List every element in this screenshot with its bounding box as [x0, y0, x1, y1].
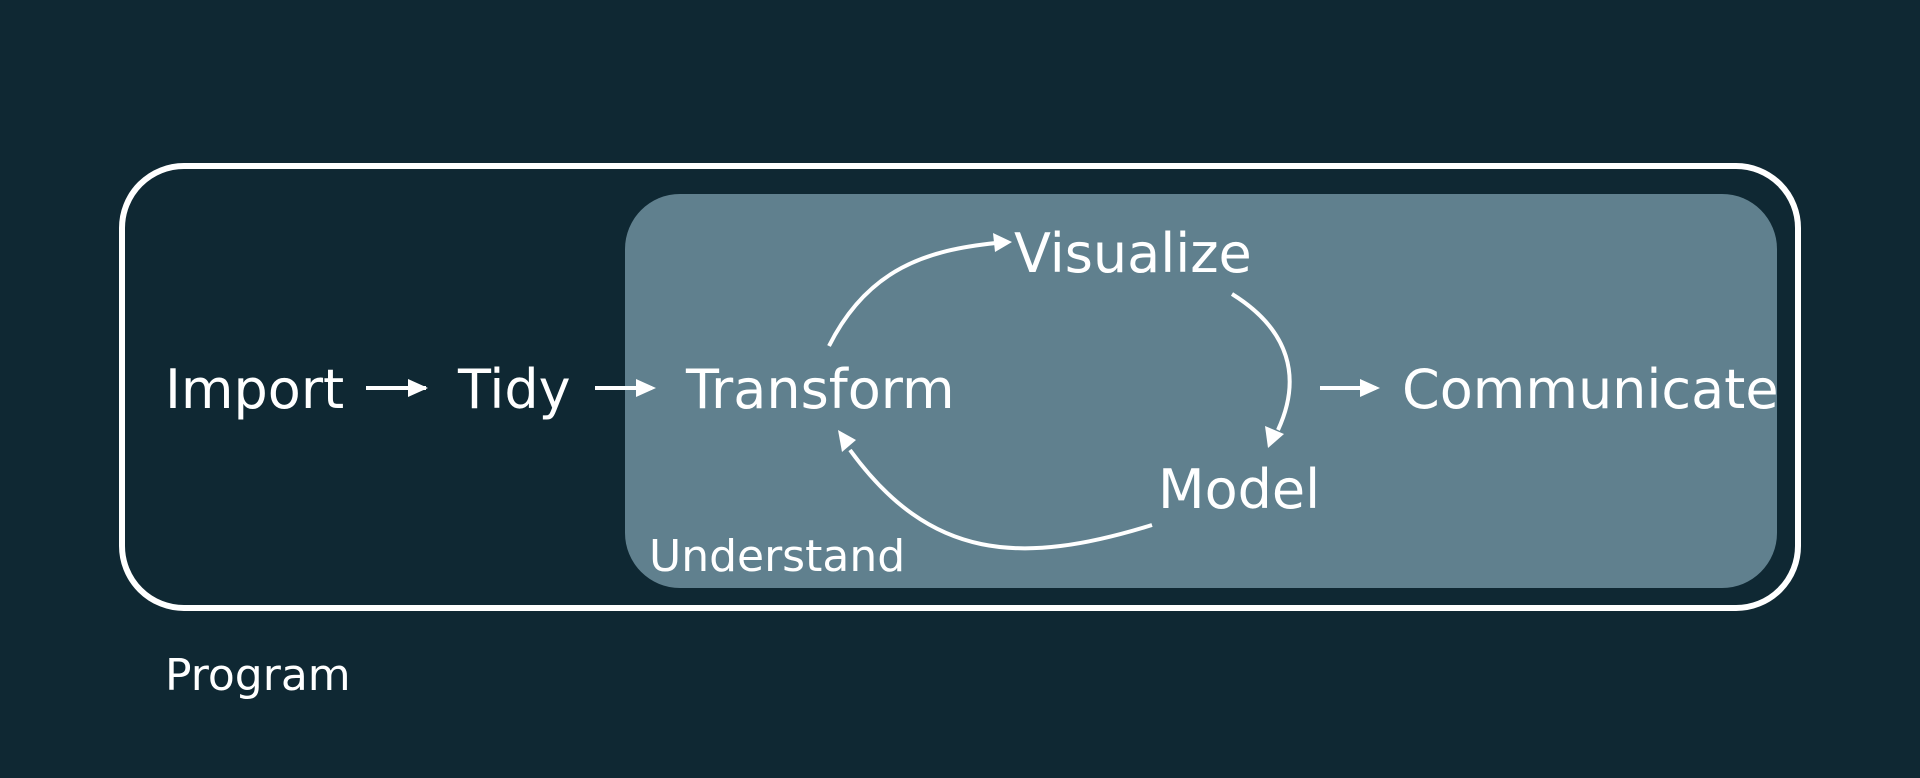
node-transform: Transform [685, 358, 955, 421]
region-label-program: Program [165, 650, 351, 701]
arrow-model-to-transform [848, 448, 1153, 551]
node-tidy: Tidy [457, 358, 571, 421]
arrowhead-tidy-to-transform [636, 379, 656, 397]
program-region-border [119, 163, 1801, 611]
arrowhead-model-to-communicate [1360, 379, 1380, 397]
arrowhead-transform-to-visualize [993, 233, 1012, 252]
node-import: Import [165, 358, 344, 421]
straight-arrows [366, 379, 1380, 397]
arrowhead-model-to-transform [838, 430, 856, 452]
region-label-understand: Understand [649, 531, 905, 582]
understand-region [625, 194, 1777, 588]
cycle-arrows [827, 233, 1292, 551]
node-visualize: Visualize [1014, 222, 1252, 285]
node-communicate: Communicate [1402, 358, 1779, 421]
arrowhead-model-entry [1265, 426, 1284, 448]
node-labels: Import Tidy Transform Visualize Model Co… [165, 222, 1779, 701]
node-model: Model [1158, 458, 1320, 521]
arrow-visualize-to-model [1230, 292, 1292, 431]
arrowhead-import-to-tidy [408, 379, 428, 397]
arrow-transform-to-visualize [827, 241, 997, 347]
